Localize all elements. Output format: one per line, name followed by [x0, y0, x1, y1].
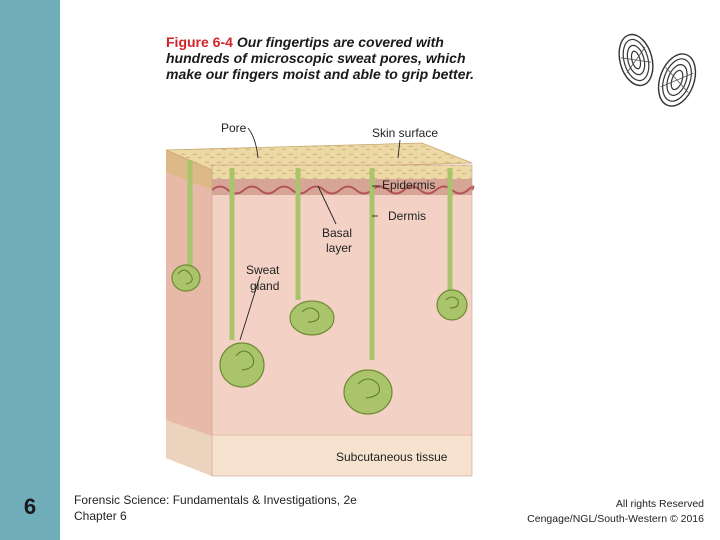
- label-epidermis: Epidermis: [382, 178, 435, 192]
- caption-text: Our fingertips are covered with hundreds…: [166, 34, 475, 82]
- label-subcutaneous: Subcutaneous tissue: [336, 450, 448, 464]
- label-sweat-line1: Sweat: [246, 263, 280, 277]
- skin-block: [165, 142, 475, 477]
- figure-label: Figure 6-4: [166, 34, 233, 50]
- footer-publisher: Cengage/NGL/South-Western © 2016: [527, 513, 704, 525]
- label-dermis: Dermis: [388, 209, 426, 223]
- label-skin-surface: Skin surface: [372, 126, 438, 140]
- footer-rights: All rights Reserved: [615, 498, 704, 510]
- sidebar-band: [0, 0, 60, 540]
- label-basal-line2: layer: [326, 241, 352, 255]
- label-basal-line1: Basal: [322, 226, 352, 240]
- slide-number: 6: [23, 494, 37, 519]
- footer-course: Forensic Science: Fundamentals & Investi…: [74, 492, 357, 524]
- fingerprint-icon: [657, 53, 697, 107]
- label-sweat-line2: gland: [250, 279, 279, 293]
- footer-chapter: Chapter 6: [74, 509, 127, 523]
- leader-lines: [239, 127, 401, 341]
- label-pore: Pore: [221, 121, 247, 135]
- footer-copyright: All rights Reserved Cengage/NGL/South-We…: [527, 497, 704, 527]
- fingerprint-icon: [618, 33, 654, 87]
- footer-course-title: Forensic Science: Fundamentals & Investi…: [74, 493, 357, 507]
- sweat-glands: [171, 160, 468, 415]
